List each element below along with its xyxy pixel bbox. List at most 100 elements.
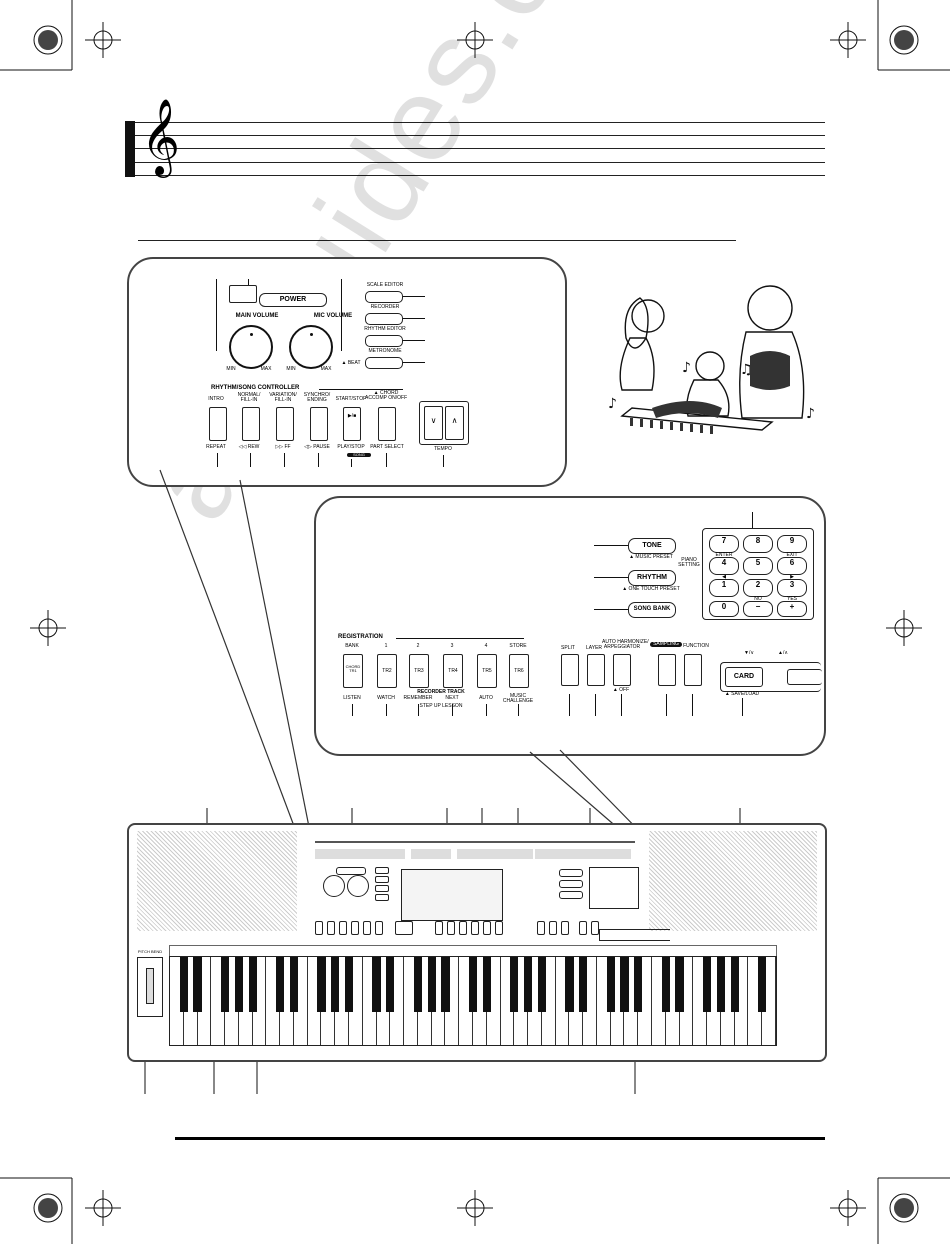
card-slot-small[interactable] [599, 929, 670, 941]
black-key[interactable] [675, 957, 684, 1012]
small-button[interactable] [447, 921, 455, 935]
mic-volume-knob[interactable] [289, 325, 333, 369]
black-key[interactable] [510, 957, 519, 1012]
numpad-key-7[interactable]: 7 [709, 535, 739, 553]
start-stop-button[interactable]: ▶/■ [343, 407, 361, 441]
black-key[interactable] [703, 957, 712, 1012]
black-key[interactable] [413, 957, 423, 1012]
registration-store-button[interactable]: TR6 [509, 654, 529, 688]
black-key[interactable] [537, 957, 546, 1012]
black-key[interactable] [220, 957, 230, 1012]
numpad-key-3[interactable]: 3 [777, 579, 807, 597]
black-key[interactable] [758, 957, 767, 1012]
pitch-bend-knob[interactable] [146, 968, 154, 1004]
black-key[interactable] [565, 957, 574, 1012]
black-key[interactable] [716, 957, 726, 1012]
intro-button[interactable] [209, 407, 227, 441]
black-key[interactable] [276, 957, 285, 1012]
numpad-key-0[interactable]: 0 [709, 601, 739, 617]
numpad-key-minus[interactable]: − [743, 601, 773, 617]
power-button[interactable] [229, 285, 257, 303]
small-button[interactable] [537, 921, 545, 935]
tempo-down-button[interactable]: ∨ [424, 406, 443, 440]
small-button[interactable] [375, 894, 389, 901]
black-key[interactable] [579, 957, 588, 1012]
small-button[interactable] [351, 921, 359, 935]
black-key[interactable] [634, 957, 643, 1012]
small-button[interactable] [375, 876, 389, 883]
black-key[interactable] [523, 957, 533, 1012]
numpad-key-9[interactable]: 9 [777, 535, 807, 553]
split-button[interactable] [561, 654, 579, 686]
small-button[interactable] [561, 921, 569, 935]
black-key[interactable] [193, 957, 202, 1012]
black-key[interactable] [468, 957, 478, 1012]
small-button[interactable] [549, 921, 557, 935]
black-key[interactable] [372, 957, 381, 1012]
small-button[interactable] [375, 867, 389, 874]
layer-button[interactable] [587, 654, 605, 686]
scale-editor-button[interactable] [365, 291, 403, 303]
black-key[interactable] [317, 957, 326, 1012]
registration-1-button[interactable]: TR2 [377, 654, 397, 688]
recorder-button[interactable] [365, 313, 403, 325]
small-button[interactable] [339, 921, 347, 935]
black-key[interactable] [441, 957, 450, 1012]
small-button[interactable] [471, 921, 479, 935]
small-button[interactable] [327, 921, 335, 935]
card-button[interactable]: CARD [725, 667, 763, 687]
black-key[interactable] [482, 957, 491, 1012]
mic-volume-knob-small[interactable] [347, 875, 369, 897]
registration-4-button[interactable]: TR5 [477, 654, 497, 688]
numpad-key-plus[interactable]: + [777, 601, 807, 617]
small-button[interactable] [375, 885, 389, 892]
numpad-key-2[interactable]: 2 [743, 579, 773, 597]
song-bank-button[interactable]: SONG BANK [628, 602, 676, 618]
registration-bank-button[interactable]: CHORD TR1 [343, 654, 363, 688]
rhythm-editor-button[interactable] [365, 335, 403, 347]
registration-2-button[interactable]: TR3 [409, 654, 429, 688]
black-key[interactable] [427, 957, 436, 1012]
small-button[interactable] [315, 921, 323, 935]
sampling-button[interactable] [658, 654, 676, 686]
small-button[interactable] [559, 869, 583, 877]
power-button-small[interactable] [336, 867, 366, 875]
numpad-key-1[interactable]: 1 [709, 579, 739, 597]
small-button[interactable] [375, 921, 383, 935]
variation-fill-button[interactable] [276, 407, 294, 441]
normal-fill-button[interactable] [242, 407, 260, 441]
black-key[interactable] [331, 957, 340, 1012]
small-button[interactable] [495, 921, 503, 935]
metronome-button[interactable] [365, 357, 403, 369]
black-key[interactable] [620, 957, 629, 1012]
tone-button[interactable]: TONE [628, 538, 676, 554]
black-key[interactable] [179, 957, 188, 1012]
numpad-key-5[interactable]: 5 [743, 557, 773, 575]
numpad-key-4[interactable]: 4 [709, 557, 739, 575]
small-button[interactable] [591, 921, 599, 935]
black-key[interactable] [234, 957, 243, 1012]
accomp-button[interactable] [378, 407, 396, 441]
small-button[interactable] [363, 921, 371, 935]
small-button[interactable] [459, 921, 467, 935]
small-button[interactable] [435, 921, 443, 935]
black-key[interactable] [386, 957, 395, 1012]
pitch-bend-wheel[interactable]: PITCH BEND [137, 949, 163, 1017]
synchro-ending-button[interactable] [310, 407, 328, 441]
rhythm-button[interactable]: RHYTHM [628, 570, 676, 586]
small-button[interactable] [483, 921, 491, 935]
small-button[interactable] [559, 880, 583, 888]
small-button[interactable] [579, 921, 587, 935]
small-button[interactable] [395, 921, 413, 935]
tempo-up-button[interactable]: ∧ [445, 406, 464, 440]
black-key[interactable] [248, 957, 257, 1012]
registration-3-button[interactable]: TR4 [443, 654, 463, 688]
arpeggiator-button[interactable] [613, 654, 631, 686]
numpad-key-8[interactable]: 8 [743, 535, 773, 553]
main-volume-knob[interactable] [229, 325, 273, 369]
small-button[interactable] [559, 891, 583, 899]
card-slot-opening[interactable] [787, 669, 822, 685]
main-volume-knob-small[interactable] [323, 875, 345, 897]
black-key[interactable] [606, 957, 615, 1012]
numpad-key-6[interactable]: 6 [777, 557, 807, 575]
